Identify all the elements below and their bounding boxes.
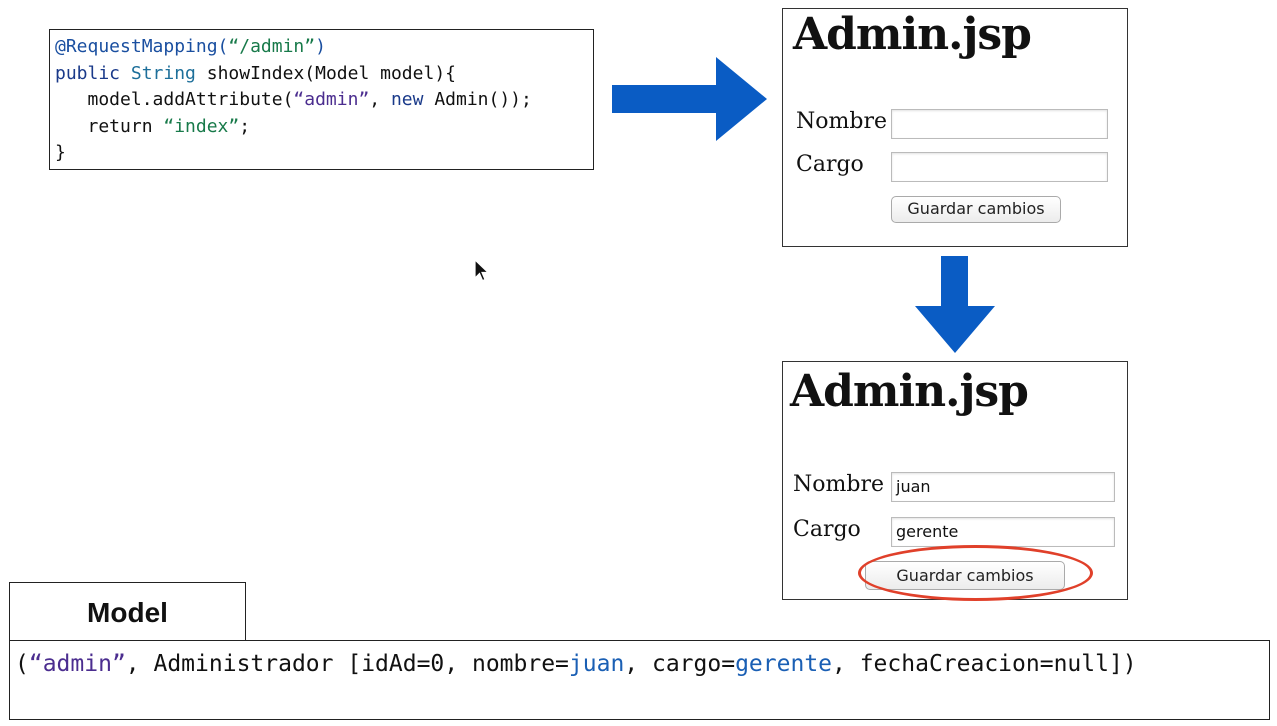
code-snippet: @RequestMapping(“/admin”) public String …: [49, 29, 594, 170]
panel-title: Admin.jsp: [790, 366, 1029, 417]
model-tab: Model: [9, 582, 246, 641]
mouse-cursor-icon: [474, 259, 490, 282]
code-line-3: model.addAttribute(“admin”, new Admin())…: [55, 89, 532, 110]
code-line-4: return “index”;: [55, 115, 251, 137]
cargo-input[interactable]: gerente: [891, 517, 1115, 547]
code-line-5: }: [55, 142, 66, 163]
admin-jsp-panel-filled: Admin.jsp Nombre juan Cargo gerente Guar…: [782, 361, 1128, 600]
admin-jsp-panel-empty: Admin.jsp Nombre Cargo Guardar cambios: [782, 8, 1128, 247]
nombre-label: Nombre: [793, 472, 884, 497]
arrow-down-icon: [915, 256, 995, 353]
nombre-input[interactable]: [891, 109, 1108, 139]
arrow-right-icon: [612, 57, 767, 141]
panel-title: Admin.jsp: [793, 9, 1032, 60]
guardar-cambios-button[interactable]: Guardar cambios: [891, 196, 1061, 223]
cargo-input[interactable]: [891, 152, 1108, 182]
cargo-label: Cargo: [796, 152, 864, 177]
code-line-2: public String showIndex(Model model){: [55, 62, 456, 84]
nombre-label: Nombre: [796, 109, 887, 134]
nombre-input[interactable]: juan: [891, 472, 1115, 502]
model-contents: (“admin”, Administrador [idAd=0, nombre=…: [9, 640, 1270, 720]
button-highlight-ellipse: [858, 545, 1093, 601]
cargo-label: Cargo: [793, 517, 861, 542]
code-line-1: @RequestMapping(“/admin”): [55, 36, 326, 57]
